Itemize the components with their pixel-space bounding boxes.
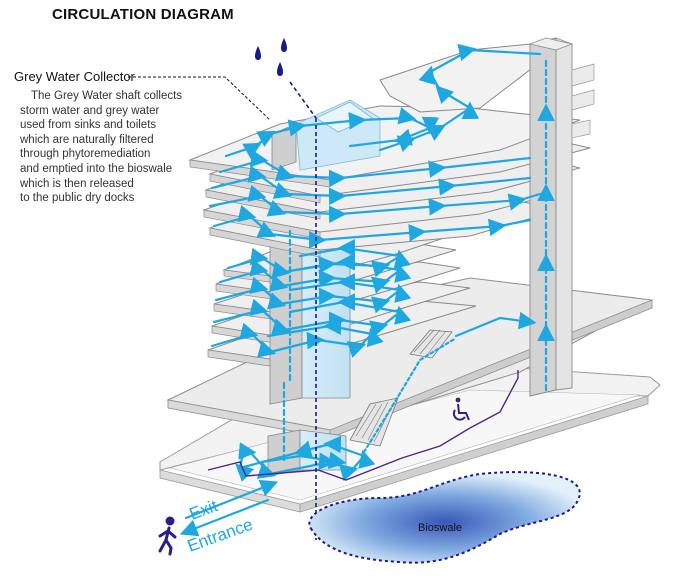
grey-water-shaft (289, 81, 317, 540)
pedestrian-icon (158, 516, 177, 556)
collector-line: and emptied into the bioswale (20, 162, 173, 175)
collector-line: which is then released (20, 177, 134, 190)
collector-description: The Grey Water shaft collects storm wate… (20, 89, 250, 206)
circulation-paths (179, 43, 555, 537)
bioswale-label: Bioswale (418, 522, 462, 534)
collector-line: which are naturally filtered (20, 133, 154, 146)
bioswale: Bioswale (308, 471, 581, 564)
collector-leader-line (128, 76, 271, 121)
page-title: CIRCULATION DIAGRAM (52, 6, 234, 23)
accessible-route (207, 370, 519, 481)
collector-line: used from sinks and toilets (20, 119, 157, 132)
collector-title: Grey Water Collector (14, 69, 135, 84)
collector-line: The Grey Water shaft collects (31, 90, 183, 102)
collector-line: through phytoremediation (20, 148, 151, 161)
collector-line: storm water and grey water (20, 104, 160, 117)
wheelchair-icon (452, 397, 470, 421)
lower-core (267, 429, 347, 477)
elevator-tower (528, 37, 595, 397)
collector-line: to the public dry docks (20, 192, 135, 205)
raindrop-icon (255, 38, 287, 76)
